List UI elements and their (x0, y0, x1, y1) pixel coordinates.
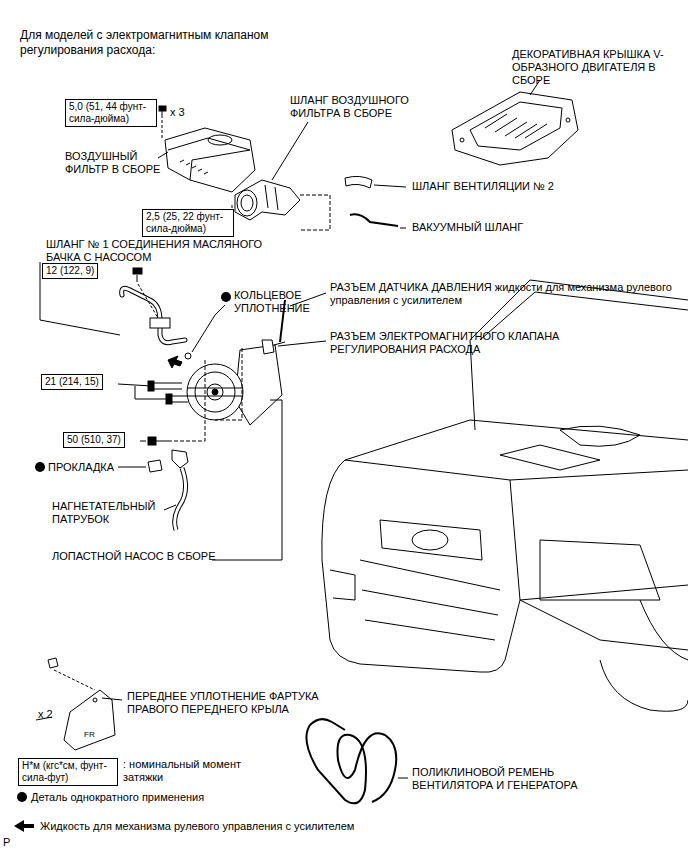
part-label: ПОЛИКЛИНОВОЙ РЕМЕНЬ ВЕНТИЛЯТОРА И ГЕНЕРА… (412, 766, 587, 792)
vehicle-sketch (322, 280, 688, 711)
torque-value: 12 (122, 9) (46, 265, 94, 277)
part-label: P (3, 836, 10, 849)
diagram-title: Для моделей с электромагнитным клапаном … (20, 28, 290, 58)
belt (306, 719, 396, 803)
one-time-part-dot (35, 462, 45, 472)
part-label: КОЛЬЦЕВОЕ УПЛОТНЕНИЕ (234, 289, 324, 315)
part-label: ДЕКОРАТИВНАЯ КРЫШКА V-ОБРАЗНОГО ДВИГАТЕЛ… (512, 48, 684, 87)
one-time-part-dot (17, 792, 27, 802)
air-filter (165, 128, 255, 192)
legend-text: : номинальный момент затяжки (123, 758, 253, 784)
part-label: РАЗЪЕМ ЭЛЕКТРОМАГНИТНОГО КЛАПАНА РЕГУЛИР… (330, 330, 590, 356)
part-label: ПЕРЕДНЕЕ УПЛОТНЕНИЕ ФАРТУКА ПРАВОГО ПЕРЕ… (127, 690, 332, 716)
torque-value: Н*м (кгс*см, фунт-сила-фут) (22, 760, 114, 784)
part-label: НАГНЕТАТЕЛЬНЫЙ ПАТРУБОК (52, 500, 164, 526)
part-label: ШЛАНГ ВЕНТИЛЯЦИИ № 2 (412, 180, 554, 193)
outlet-pipe (148, 437, 188, 530)
torque-box: 21 (214, 15) (41, 374, 103, 390)
torque-value: 5,0 (51, 44 фунт-сила-дюйма) (69, 101, 153, 125)
part-label: РАЗЪЕМ ДАТЧИКА ДАВЛЕНИЯ жидкости для мех… (330, 281, 675, 307)
part-label: ШЛАНГ № 1 СОЕДИНЕНИЯ МАСЛЯНОГО БАЧКА С Н… (46, 238, 271, 264)
torque-value: 21 (214, 15) (45, 376, 99, 388)
torque-box: 12 (122, 9) (42, 263, 98, 279)
part-label: ВОЗДУШНЫЙ ФИЛЬТР В СБОРЕ (65, 150, 170, 176)
part-label: ШЛАНГ ВОЗДУШНОГО ФИЛЬТРА В СБОРЕ (290, 94, 435, 120)
fluid-arrow-sample (14, 820, 34, 832)
torque-box: Н*м (кгс*см, фунт-сила-фут) (18, 758, 118, 786)
oil-hose (122, 268, 185, 343)
torque-box: 2,5 (25, 22 фунт-сила-дюйма) (142, 209, 234, 237)
fender-seal (36, 658, 115, 750)
vane-pump (187, 345, 282, 425)
torque-value: 50 (510, 37) (67, 434, 121, 446)
part-label: ЛОПАСТНОЙ НАСОС В СБОРЕ (52, 550, 216, 563)
ventilation-hose (345, 176, 372, 188)
part-label: ПРОКЛАДКА (48, 461, 114, 474)
legend-text: Деталь однократного применения (31, 791, 204, 804)
one-time-part-dot (221, 292, 231, 302)
torque-box: 5,0 (51, 44 фунт-сила-дюйма) (65, 99, 157, 127)
bolt (159, 106, 166, 118)
vacuum-hose (350, 214, 398, 226)
part-label: FR (84, 728, 95, 741)
fluid-arrow (168, 356, 182, 368)
part-label: ВАКУУМНЫЙ ШЛАНГ (412, 221, 523, 234)
torque-box: 50 (510, 37) (63, 432, 125, 448)
air-filter-hose (235, 180, 300, 220)
torque-value: 2,5 (25, 22 фунт-сила-дюйма) (146, 211, 230, 235)
part-label: x 3 (170, 106, 185, 119)
engine-cover (452, 92, 578, 165)
o-ring (185, 353, 191, 359)
part-label: x 2 (38, 708, 53, 721)
gasket (148, 460, 162, 472)
legend-text: Жидкость для механизма рулевого управлен… (40, 820, 354, 833)
